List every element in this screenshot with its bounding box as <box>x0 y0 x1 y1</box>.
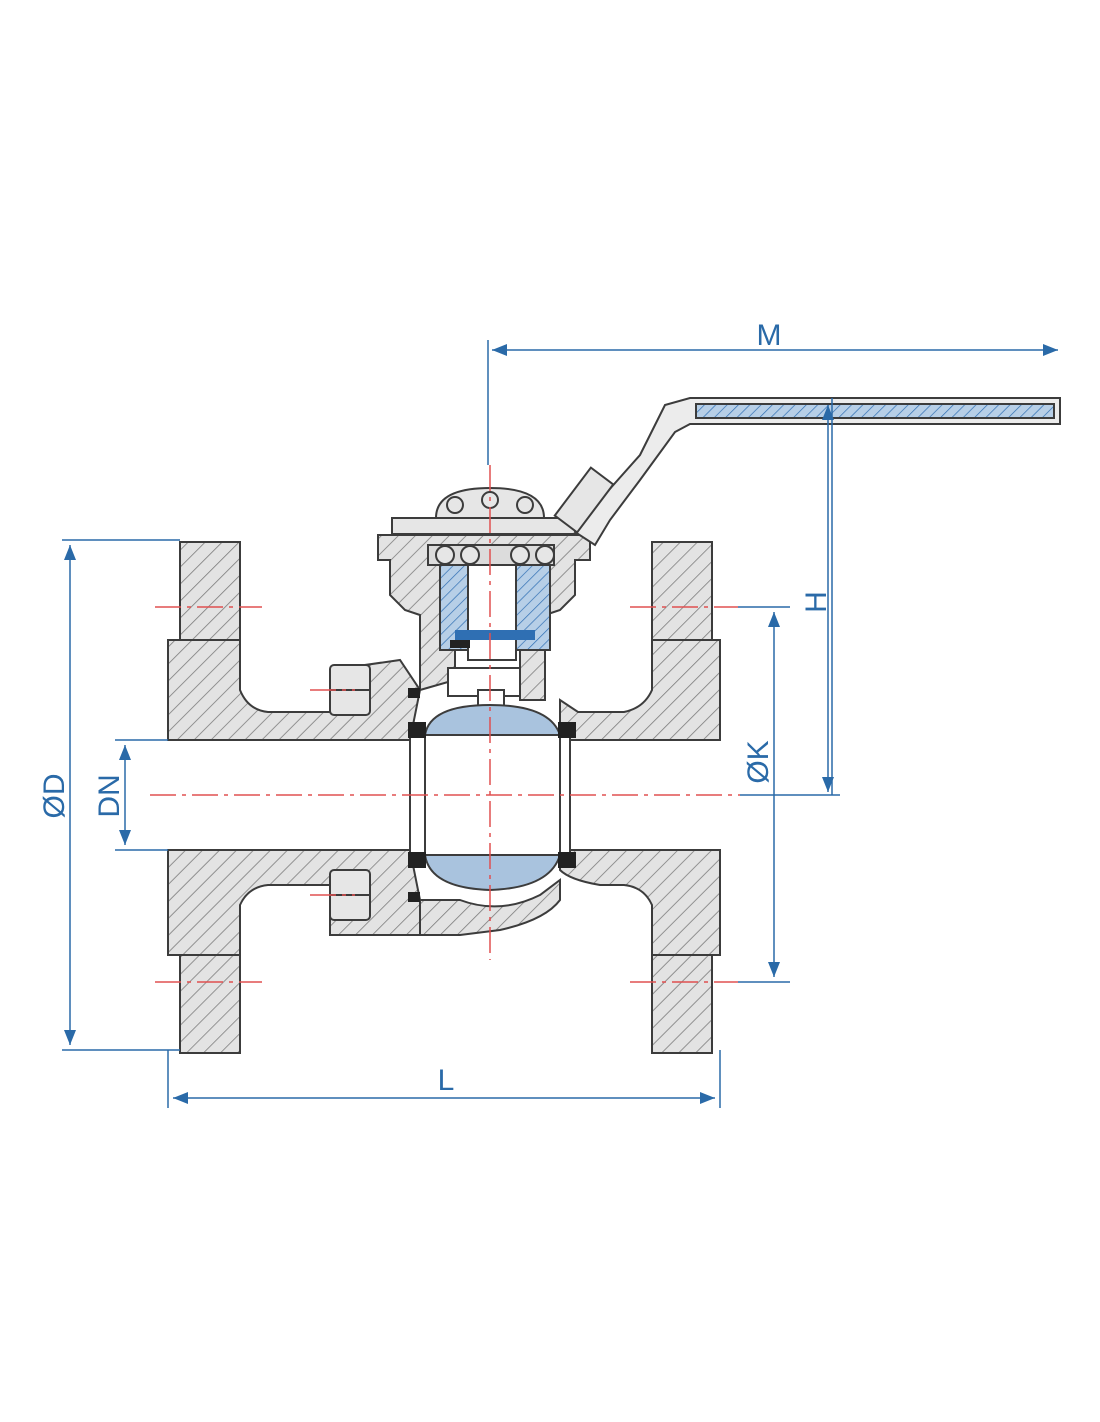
left-flange-bottom <box>179 954 241 1054</box>
left-bolts <box>329 664 371 921</box>
right-flange-bottom <box>651 954 713 1054</box>
right-flange-top <box>651 541 713 641</box>
stem-nut <box>391 486 585 535</box>
left-flange-top <box>179 541 241 641</box>
handle-lever <box>553 397 1061 547</box>
label-dn: DN <box>93 774 126 817</box>
dimension-lines <box>62 340 1058 1108</box>
centerlines <box>150 465 740 983</box>
seats <box>408 688 576 902</box>
left-body-lower <box>167 849 421 956</box>
left-body-upper <box>167 639 422 741</box>
right-body-upper <box>559 639 721 741</box>
stem-assembly <box>427 544 555 731</box>
label-d: ØD <box>38 774 71 819</box>
label-l: L <box>438 1064 455 1097</box>
right-body-lower <box>559 849 721 956</box>
label-k: ØK <box>742 740 775 783</box>
label-h: H <box>800 591 833 613</box>
label-m: M <box>757 319 782 352</box>
